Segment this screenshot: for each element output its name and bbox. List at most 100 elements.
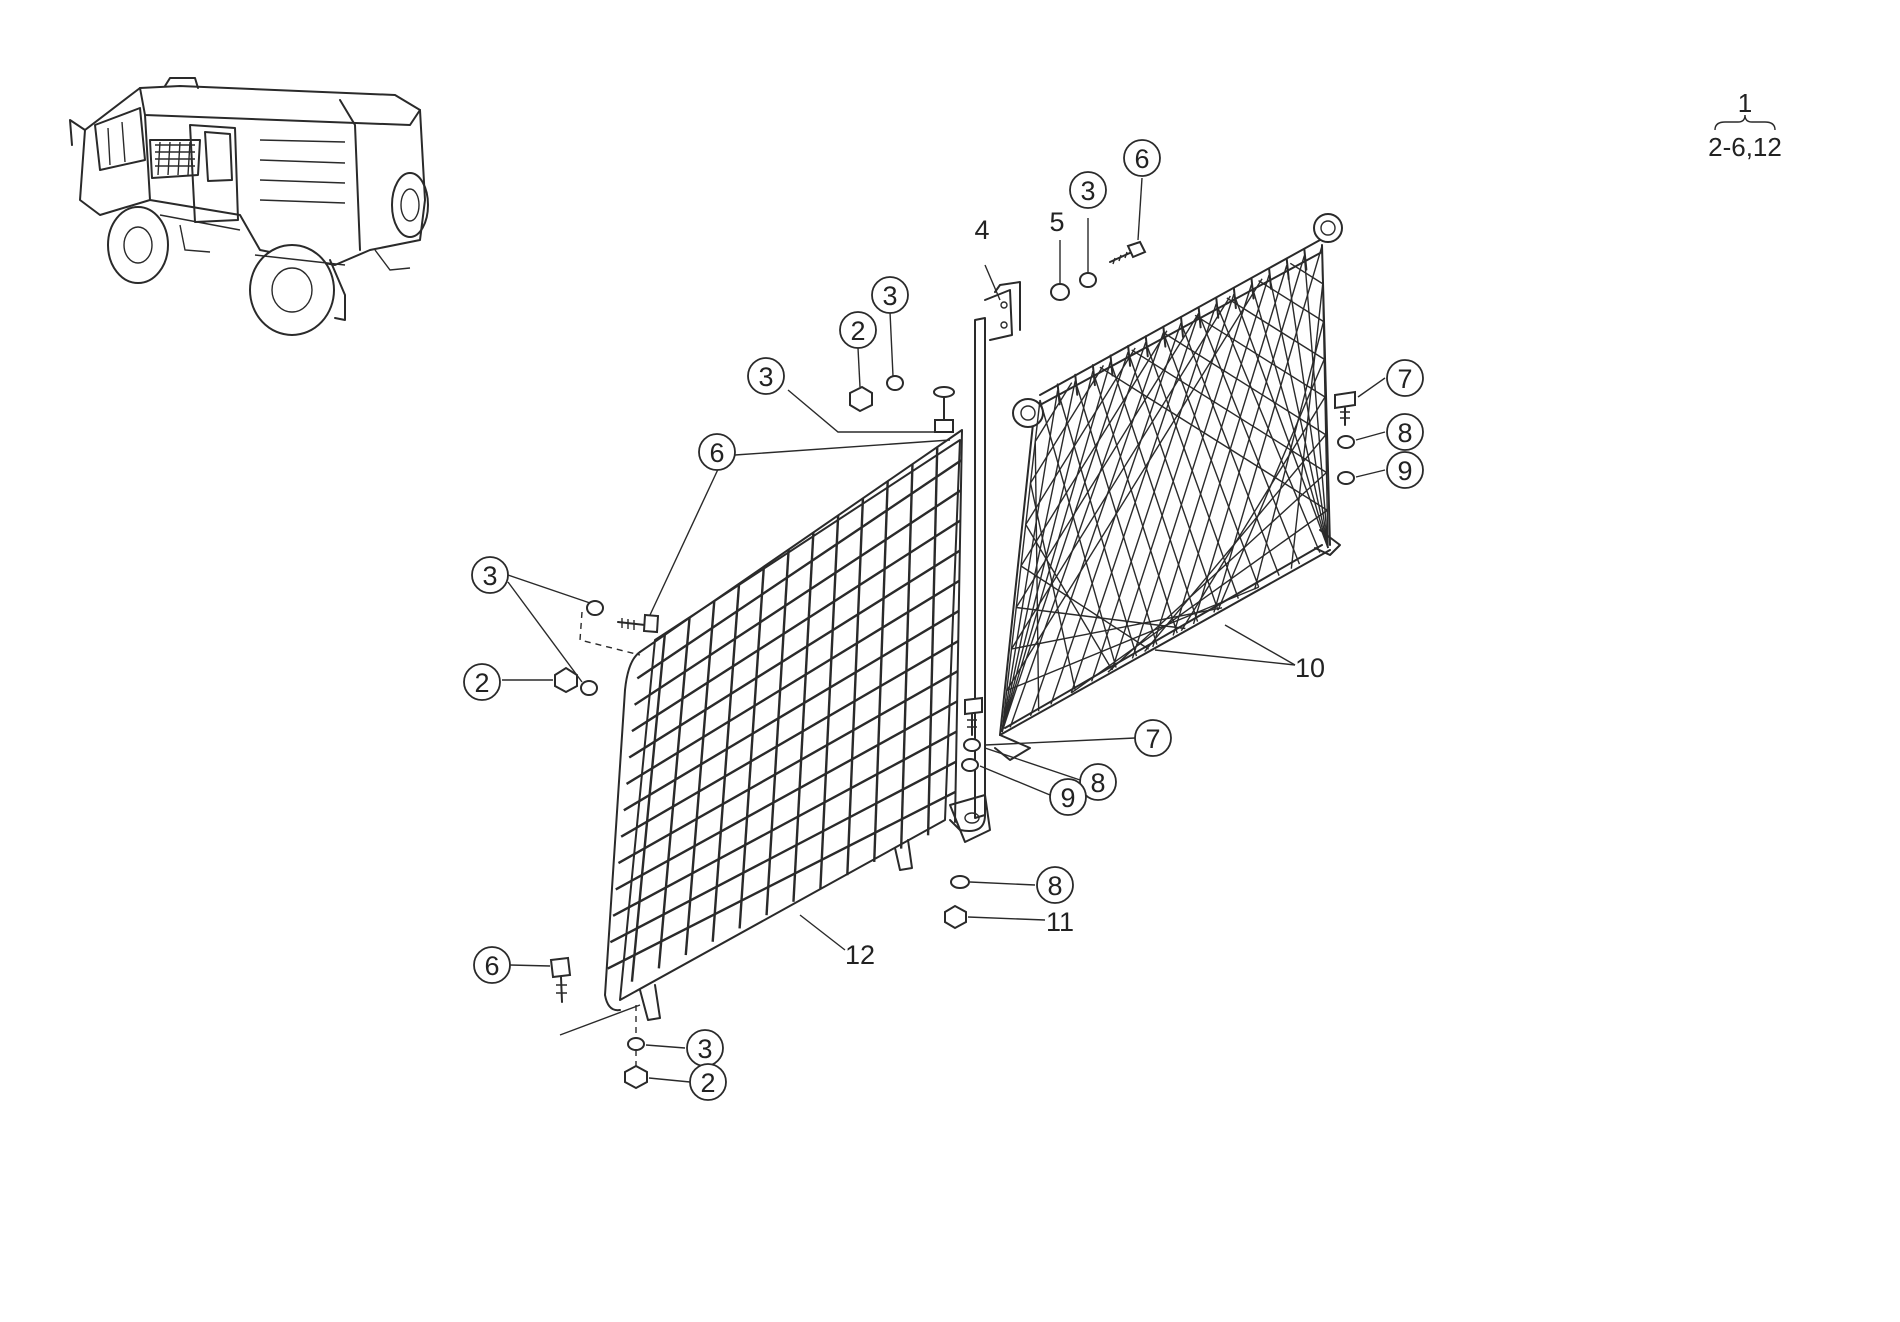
washer-top-right xyxy=(1079,272,1097,288)
net-mesh-strand xyxy=(1213,245,1323,613)
leader-lines xyxy=(502,177,1386,1083)
callout-2-nut-left: 2 xyxy=(463,663,501,701)
net-mesh-strand xyxy=(1034,382,1073,442)
bolt-right xyxy=(1334,390,1356,426)
net-mesh-strand xyxy=(1194,314,1326,398)
net-mesh-strand xyxy=(1090,303,1217,682)
callout-10-net: 10 xyxy=(1295,653,1325,683)
grille-vertical-wire xyxy=(899,464,914,849)
svg-text:6: 6 xyxy=(1134,144,1149,174)
washer-lower-8 xyxy=(950,875,970,889)
vehicle-thumbnail xyxy=(69,77,429,336)
net-mesh-strand xyxy=(1009,342,1147,728)
nut-bottom xyxy=(624,1064,648,1090)
net-tie-loop xyxy=(1144,335,1149,358)
callout-12-grille: 12 xyxy=(845,940,875,970)
net-mesh-strand xyxy=(1172,265,1288,636)
svg-text:9: 9 xyxy=(1397,456,1412,486)
grille-vertical-wire xyxy=(846,498,865,876)
net-tie-loop xyxy=(1162,325,1167,348)
callout-7-bolt-right: 7 xyxy=(1386,359,1424,397)
callout-6-frame-upper: 6 xyxy=(698,433,736,471)
net-mesh-strand xyxy=(1029,364,1105,484)
grille-horizontal-wire xyxy=(607,790,957,970)
callout-8-washer-center: 8 xyxy=(1079,763,1117,801)
nut-top xyxy=(849,385,873,413)
cargo-net xyxy=(994,213,1343,761)
grille-horizontal-wire xyxy=(609,760,957,944)
net-mesh-strand xyxy=(1163,332,1327,436)
callout-2-nut-bottom: 2 xyxy=(689,1063,727,1101)
grille-vertical-wire xyxy=(738,566,766,929)
grille-horizontal-wire xyxy=(625,579,960,785)
svg-text:3: 3 xyxy=(482,561,497,591)
net-mesh-strand xyxy=(1070,509,1328,694)
upright-post xyxy=(949,281,1021,832)
washer-left-upper xyxy=(586,600,604,616)
grille-horizontal-wire xyxy=(612,730,958,917)
callout-5-spacer: 5 xyxy=(1049,207,1064,237)
svg-text:3: 3 xyxy=(1080,176,1095,206)
callout-9-washer-center: 9 xyxy=(1049,778,1087,816)
net-mesh-strand xyxy=(1286,265,1329,549)
grille-vertical-wire xyxy=(657,617,691,969)
washer-center-8 xyxy=(963,738,981,752)
net-mesh-strand xyxy=(1001,351,1129,733)
callout-8-washer-lower: 8 xyxy=(1036,866,1074,904)
net-mesh-strand xyxy=(1268,274,1329,549)
callout-11-nut-lower: 11 xyxy=(1046,907,1074,937)
callout-9-washer-right: 9 xyxy=(1386,451,1424,489)
net-tie-loop xyxy=(1109,354,1114,377)
nut-left xyxy=(554,666,578,694)
net-mesh-strand xyxy=(1131,349,1327,474)
washer-top xyxy=(886,375,904,391)
bolt-center xyxy=(964,696,983,736)
grille-horizontal-wire xyxy=(623,609,960,812)
net-mesh-strand xyxy=(1144,434,1327,652)
svg-text:7: 7 xyxy=(1397,364,1412,394)
callout-3-washer-bottom: 3 xyxy=(686,1029,724,1067)
net-mesh-strand xyxy=(1001,390,1059,733)
grille-horizontal-wire xyxy=(631,519,962,733)
net-mesh-strand xyxy=(1099,366,1328,511)
grille-horizontal-wire xyxy=(617,670,959,865)
net-tie-loop xyxy=(1232,287,1237,310)
net-tie-loop xyxy=(1285,258,1290,281)
svg-text:8: 8 xyxy=(1397,418,1412,448)
spacer-top xyxy=(1050,283,1070,301)
grille-vertical-wire xyxy=(792,532,815,902)
net-mesh-strand xyxy=(1006,586,1259,692)
svg-text:10: 10 xyxy=(1295,653,1325,683)
svg-text:4: 4 xyxy=(974,215,989,245)
group-note-components: 2-6,12 xyxy=(1708,132,1782,162)
bolt-top xyxy=(933,386,955,433)
washer-right-9 xyxy=(1337,471,1355,485)
net-mesh-strand xyxy=(1029,332,1165,717)
callout-4-bracket: 4 xyxy=(974,215,989,245)
net-tie-loop xyxy=(1268,267,1273,290)
net-tie-loop xyxy=(1127,344,1132,367)
hardware-parts xyxy=(549,240,1356,1090)
washer-left-lower xyxy=(580,680,598,696)
svg-text:3: 3 xyxy=(758,362,773,392)
grille-horizontal-wire xyxy=(628,549,961,759)
net-mesh-strand xyxy=(1180,396,1326,632)
grille-panel xyxy=(604,429,963,1021)
net-mesh-strand xyxy=(1250,284,1329,549)
net-mesh-strand xyxy=(1025,347,1136,525)
grille-vertical-wire xyxy=(711,583,741,942)
net-mesh-strand xyxy=(1107,471,1327,673)
net-mesh-strand xyxy=(1011,607,1223,650)
grille-horizontal-wire xyxy=(615,700,958,891)
net-tie-loop xyxy=(1303,248,1308,271)
svg-text:2: 2 xyxy=(700,1068,715,1098)
grille-vertical-wire xyxy=(819,515,840,889)
washer-right-8 xyxy=(1337,435,1355,449)
washer-bottom xyxy=(627,1037,645,1051)
net-mesh-strand xyxy=(1020,565,1150,650)
svg-text:2: 2 xyxy=(850,316,865,346)
callout-6-bolt-top: 6 xyxy=(1123,139,1161,177)
grille-horizontal-wire xyxy=(636,459,963,680)
net-tie-loop xyxy=(1056,383,1061,406)
